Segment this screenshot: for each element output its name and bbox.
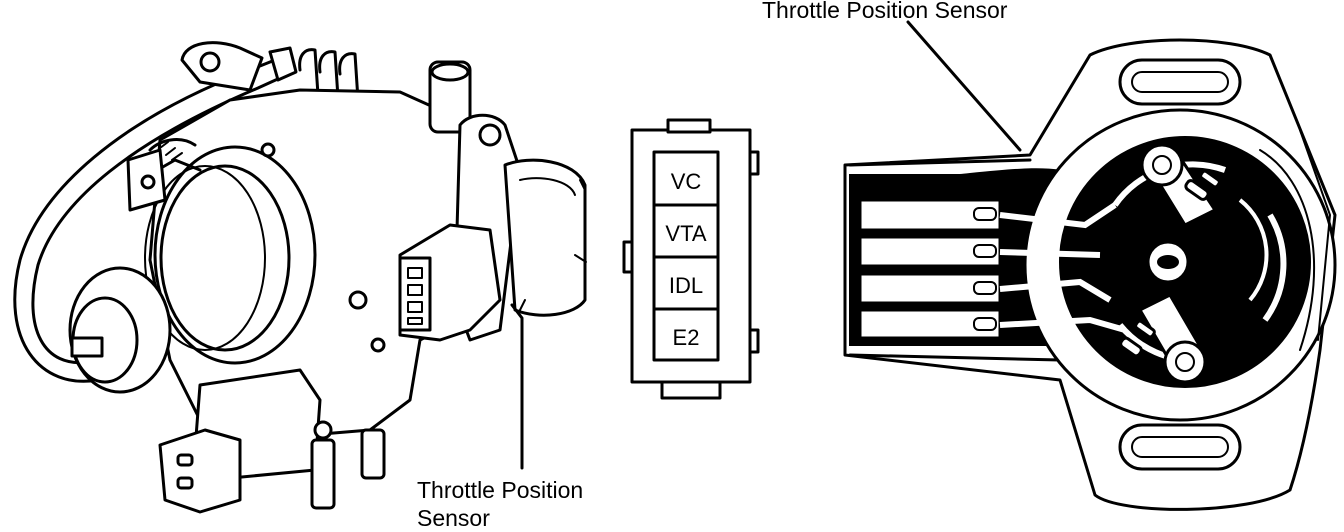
- tps-label-left-line1: Throttle Position: [417, 477, 583, 503]
- throttle-body-assembly: [13, 41, 587, 514]
- mount-slot-top: [1118, 58, 1242, 106]
- pin-label-vc: VC: [671, 169, 702, 194]
- vacuum-hose: [13, 58, 277, 383]
- leader-line-right: [906, 20, 1022, 152]
- connector-pinout: [622, 118, 760, 400]
- pin-label-idl: IDL: [669, 273, 703, 298]
- mount-bracket: [180, 41, 264, 92]
- tps-label-right: Throttle Position Sensor: [762, 0, 1008, 23]
- terminal-blades: [858, 198, 1002, 340]
- isc-connector: [158, 428, 242, 514]
- leader-line-left: [510, 303, 524, 470]
- tps-label-left-line2: Sensor: [417, 505, 490, 531]
- throttle-bore: [159, 164, 291, 352]
- mount-slot-bottom: [1118, 423, 1242, 471]
- pivot-bottom: [1163, 340, 1207, 384]
- pin-label-e2: E2: [673, 325, 700, 350]
- pin-label-vta: VTA: [665, 221, 706, 246]
- tps-cover: [503, 158, 587, 317]
- tps-sensor-interior: [843, 20, 1337, 511]
- pivot-top: [1140, 143, 1184, 187]
